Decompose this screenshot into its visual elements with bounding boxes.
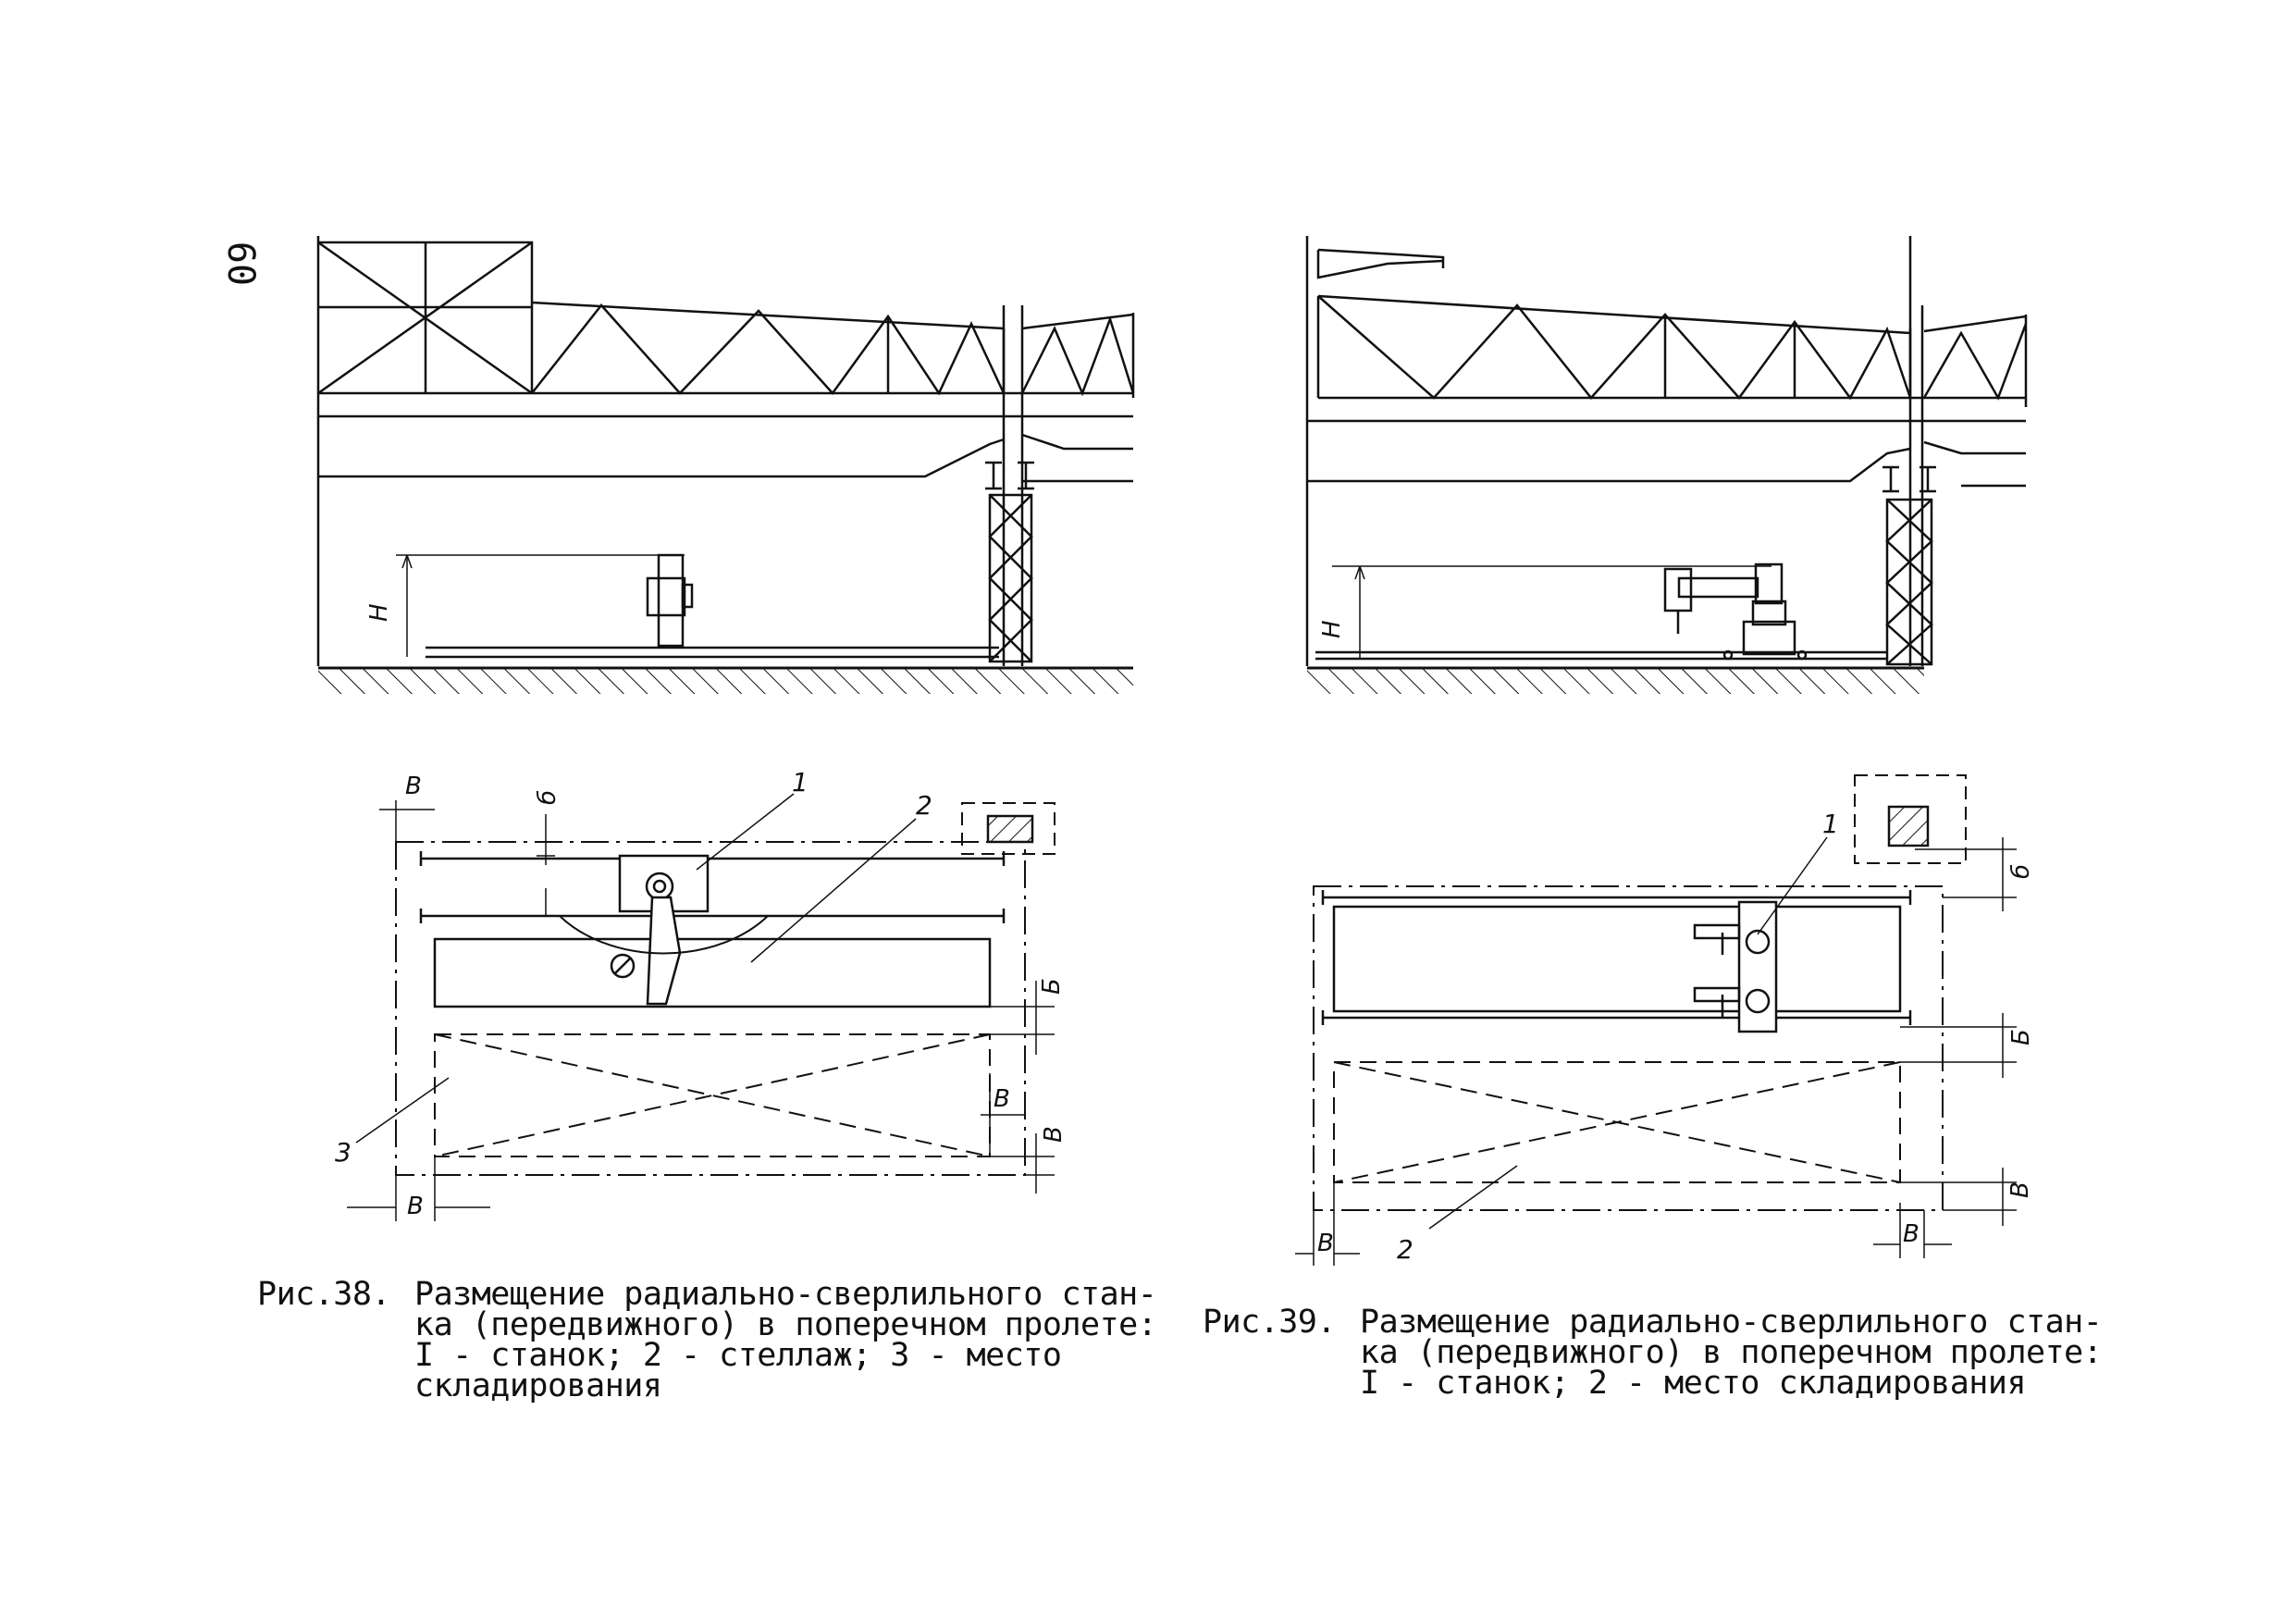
figure39-caption-line: ка (передвижного) в поперечном пролете: xyxy=(1360,1334,2103,1371)
figure39-caption-line: Размещение радиально-сверлильного стан- xyxy=(1360,1304,2103,1341)
fig38-dim-b-small: б xyxy=(534,790,562,805)
fig39-plan xyxy=(1295,774,2017,1266)
fig38-dim-v-right: В xyxy=(1040,1126,1068,1143)
fig39-item2-label: 2 xyxy=(1397,1234,1413,1265)
fig38-ground-hatch xyxy=(318,668,1133,694)
fig39-item1-label: 1 xyxy=(1822,809,1839,839)
fig38-item3-label: 3 xyxy=(335,1137,352,1168)
figure38-number: Рис.38. xyxy=(257,1276,391,1313)
fig39-elevation xyxy=(1305,236,2028,670)
figure39-caption: Рис.39. Размещение радиально-сверлильног… xyxy=(1203,1304,2146,1409)
fig39-dim-v-right: В xyxy=(2006,1181,2034,1198)
fig39-dim-b-mid: Б xyxy=(2007,1029,2035,1045)
figure38-caption-line: Размещение радиально-сверлильного стан- xyxy=(414,1276,1157,1313)
figure39-number: Рис.39. xyxy=(1203,1304,1337,1341)
fig38-dim-v-top: В xyxy=(405,773,422,800)
fig38-height-label: Н xyxy=(365,603,393,622)
figure38-caption-line: I - станок; 2 - стеллаж; 3 - место xyxy=(414,1337,1062,1374)
fig38-item2-label: 2 xyxy=(916,790,932,821)
fig39-height-label: Н xyxy=(1318,620,1346,638)
fig38-elevation xyxy=(316,236,1135,670)
fig39-dim-v-bottom: В xyxy=(1903,1220,1920,1248)
fig38-dim-v-bottom: В xyxy=(407,1193,424,1220)
figure39-caption-line: I - станок; 2 - место складирования xyxy=(1360,1365,2027,1402)
fig38-dim-b-mid: Б xyxy=(1038,978,1066,995)
fig38-dim-v-mid: В xyxy=(994,1085,1010,1113)
fig38-plan xyxy=(347,793,1055,1221)
figure38-caption-line: складирования xyxy=(414,1367,662,1404)
figure38-caption-line: ка (передвижного) в поперечном пролете: xyxy=(414,1306,1157,1343)
fig39-ground-hatch xyxy=(1307,668,1924,694)
fig39-dim-b-small: б xyxy=(2007,864,2035,879)
figure38-caption: Рис.38. Размещение радиально-сверлильног… xyxy=(257,1276,1164,1409)
fig39-dim-v-left: В xyxy=(1317,1230,1334,1257)
fig38-item1-label: 1 xyxy=(792,767,809,798)
